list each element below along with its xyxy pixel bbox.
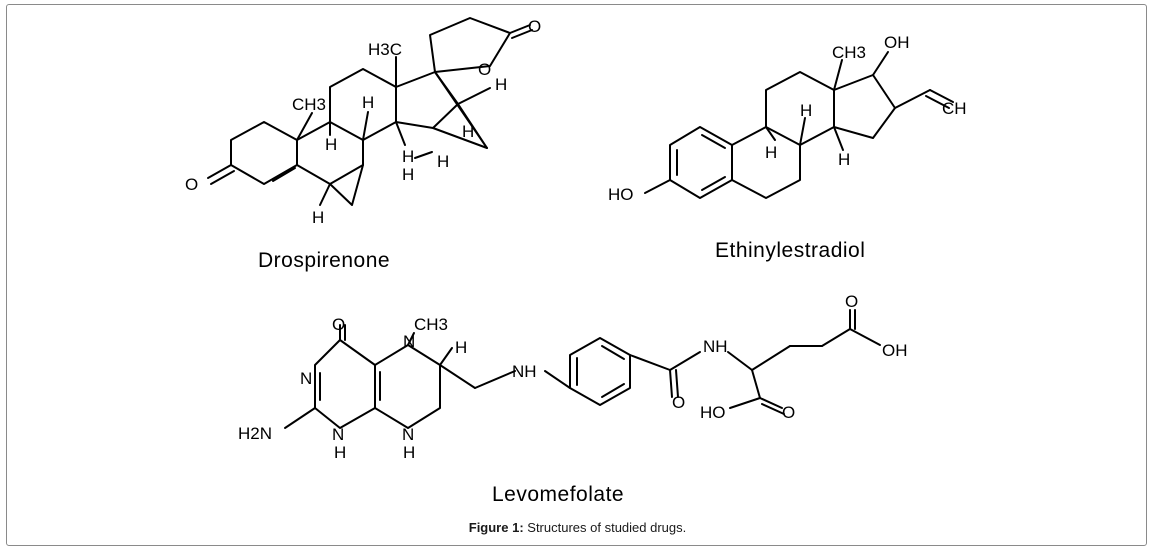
drospirenone-h-7: H [312, 208, 324, 227]
caption-label: Figure 1: [468, 520, 524, 535]
ethinylestradiol-ho: HO [608, 185, 634, 204]
levomefolate-h-n1: H [334, 443, 346, 462]
drospirenone-h-4: H [402, 147, 414, 166]
drospirenone-name: Drospirenone [258, 249, 390, 272]
levomefolate-amide-o: O [672, 393, 685, 412]
drospirenone-lactone-ring-o: O [478, 60, 491, 79]
drospirenone-structure: O O O H3C CH3 H H H H H H H H Drospireno… [185, 17, 541, 272]
drospirenone-ketone-o: O [185, 175, 198, 194]
drospirenone-h-8: H [462, 122, 474, 141]
levomefolate-n3: N [300, 369, 312, 388]
levomefolate-n5: N [403, 332, 415, 351]
levomefolate-gamma-oh: OH [882, 341, 908, 360]
ethinylestradiol-name: Ethinylestradiol [715, 239, 865, 262]
levomefolate-amide-nh: NH [703, 337, 728, 356]
drospirenone-h-6: H [402, 165, 414, 184]
figure-caption: Figure 1: Structures of studied drugs. [0, 520, 1155, 535]
drospirenone-h-2: H [362, 93, 374, 112]
levomefolate-h-c6: H [455, 338, 467, 357]
ethinylestradiol-oh: OH [884, 33, 910, 52]
levomefolate-n8: N [402, 425, 414, 444]
levomefolate-nh-linker: NH [512, 362, 537, 381]
levomefolate-structure: O N CH3 H N H2N N H N H NH O NH HO O O O… [238, 292, 908, 506]
figure-frame [6, 4, 1147, 546]
drospirenone-methyl-18: H3C [368, 40, 402, 59]
drospirenone-h-5: H [437, 152, 449, 171]
levomefolate-gamma-o: O [845, 292, 858, 311]
ethinylestradiol-methyl: CH3 [832, 43, 866, 62]
levomefolate-carbonyl-o: O [332, 315, 345, 334]
ethinylestradiol-h-1: H [800, 101, 812, 120]
levomefolate-h-n8: H [403, 443, 415, 462]
levomefolate-h2n: H2N [238, 424, 272, 443]
ethinylestradiol-structure: HO CH3 OH CH H H H Ethinylestradiol [608, 33, 967, 262]
ethinylestradiol-h-2: H [765, 143, 777, 162]
levomefolate-alpha-o: O [782, 403, 795, 422]
drospirenone-lactone-carbonyl-o: O [528, 17, 541, 36]
levomefolate-n-methyl: CH3 [414, 315, 448, 334]
caption-text: Structures of studied drugs. [523, 520, 687, 535]
drospirenone-methyl-19: CH3 [292, 95, 326, 114]
ethinylestradiol-h-3: H [838, 150, 850, 169]
levomefolate-name: Levomefolate [492, 483, 624, 506]
levomefolate-alpha-ho: HO [700, 403, 726, 422]
drospirenone-h-1: H [495, 75, 507, 94]
drospirenone-h-3: H [325, 135, 337, 154]
ethinylestradiol-ch: CH [942, 99, 967, 118]
levomefolate-n1: N [332, 425, 344, 444]
